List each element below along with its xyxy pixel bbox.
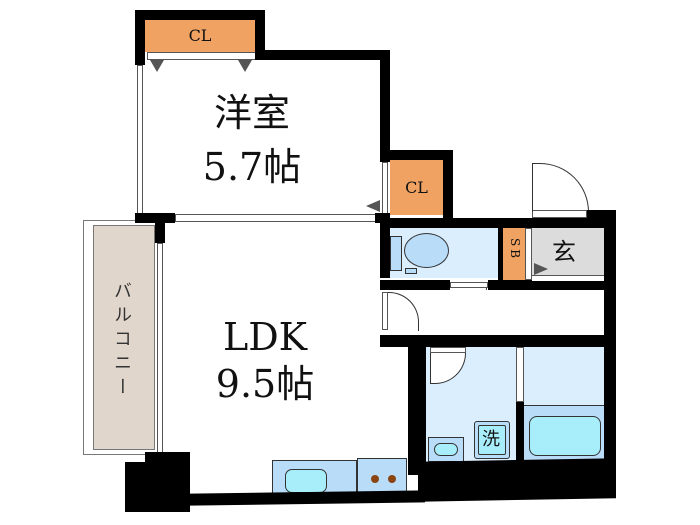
- door-marker-icon: [238, 60, 252, 72]
- wall: [604, 210, 616, 492]
- wall: [135, 10, 145, 65]
- closet-hall-label: CL: [405, 178, 428, 197]
- bathtub-basin[interactable]: [529, 416, 601, 456]
- window-west: [137, 65, 143, 215]
- washer-label: 洗: [482, 429, 500, 450]
- closet-western-label: CL: [188, 26, 212, 45]
- burner-icon: [388, 475, 396, 483]
- wall: [255, 10, 265, 55]
- entrance-label: 玄: [552, 238, 576, 266]
- shoe-box[interactable]: SB: [503, 228, 525, 280]
- western-room: 洋室 5.7帖: [147, 56, 384, 216]
- wash-basin: [428, 437, 464, 462]
- front-door-swing: [532, 163, 589, 212]
- wall: [380, 280, 450, 290]
- wall: [255, 50, 390, 60]
- wall: [443, 150, 453, 220]
- toilet-room: [390, 228, 498, 278]
- western-room-name: 洋室: [213, 91, 290, 135]
- wall: [135, 10, 265, 20]
- washroom: 洗: [426, 347, 516, 462]
- wall: [383, 150, 453, 160]
- wall: [516, 347, 524, 462]
- door-marker-icon: [150, 60, 164, 72]
- wall: [380, 335, 616, 347]
- toilet-paper: [405, 268, 417, 274]
- ldk-size: 9.5帖: [215, 362, 315, 406]
- washing-machine[interactable]: 洗: [474, 421, 510, 459]
- closet-hall[interactable]: CL: [390, 160, 443, 215]
- door-marker-icon: [534, 263, 548, 275]
- shoe-box-label: SB: [508, 238, 522, 262]
- entrance-step: [532, 275, 604, 281]
- toilet-tank: [390, 236, 402, 271]
- door-ldk[interactable]: [382, 292, 388, 330]
- ldk-room: LDK 9.5帖: [165, 223, 380, 483]
- wall: [135, 213, 175, 223]
- hallway: [390, 290, 604, 337]
- wall: [380, 50, 390, 162]
- burner-icon: [371, 475, 379, 483]
- bathroom: [524, 347, 604, 462]
- column: [145, 452, 190, 472]
- shoe-box-door: [525, 228, 532, 280]
- sliding-door[interactable]: [175, 214, 380, 222]
- door-western-room[interactable]: [382, 162, 388, 214]
- bathtub: [524, 405, 604, 462]
- wall: [155, 223, 165, 243]
- wall: [488, 280, 613, 290]
- wall: [380, 218, 612, 228]
- wall: [408, 345, 426, 475]
- balcony: バルコニー: [93, 225, 155, 450]
- door-swing: [430, 353, 466, 384]
- western-room-size: 5.7帖: [202, 145, 302, 189]
- door-marker-icon: [366, 200, 380, 212]
- wall: [380, 218, 390, 278]
- closet-door-track: [147, 52, 257, 60]
- ldk-name: LDK: [222, 315, 308, 359]
- wall: [418, 458, 616, 502]
- kitchen-sink: [285, 469, 327, 493]
- wall: [190, 490, 425, 506]
- basin-bowl: [434, 443, 458, 456]
- washer-inner: 洗: [478, 425, 506, 455]
- closet-western[interactable]: CL: [145, 20, 255, 52]
- balcony-label: バルコニー: [111, 281, 132, 401]
- toilet-icon[interactable]: [404, 233, 449, 268]
- door-bathroom[interactable]: [516, 347, 524, 402]
- window-balcony[interactable]: [157, 243, 163, 453]
